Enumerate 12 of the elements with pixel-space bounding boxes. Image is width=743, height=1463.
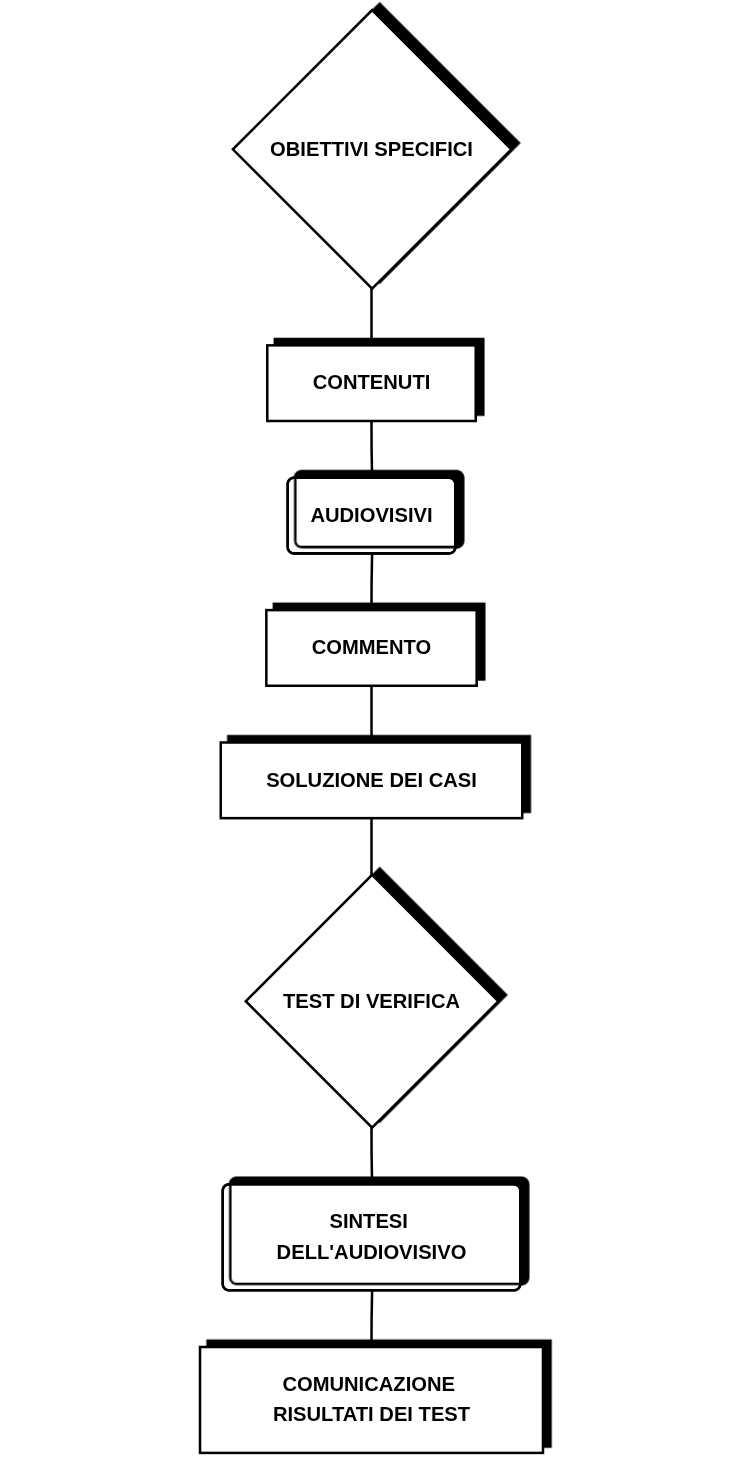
connector <box>370 1127 374 1185</box>
connector <box>370 554 374 611</box>
connector <box>370 1290 374 1347</box>
node-diamond: TEST DI VERIFICA <box>243 873 501 1130</box>
node-box: SOLUZIONE DEI CASI <box>219 741 524 820</box>
connector <box>370 288 373 346</box>
node-box: CONTENUTI <box>266 344 477 423</box>
node-box: COMUNICAZIONE RISULTATI DEI TEST <box>198 1345 545 1455</box>
connector <box>370 685 373 743</box>
connector <box>370 818 373 875</box>
node-diamond: OBIETTIVI SPECIFICI <box>231 8 514 291</box>
node-box: COMMENTO <box>265 608 478 688</box>
